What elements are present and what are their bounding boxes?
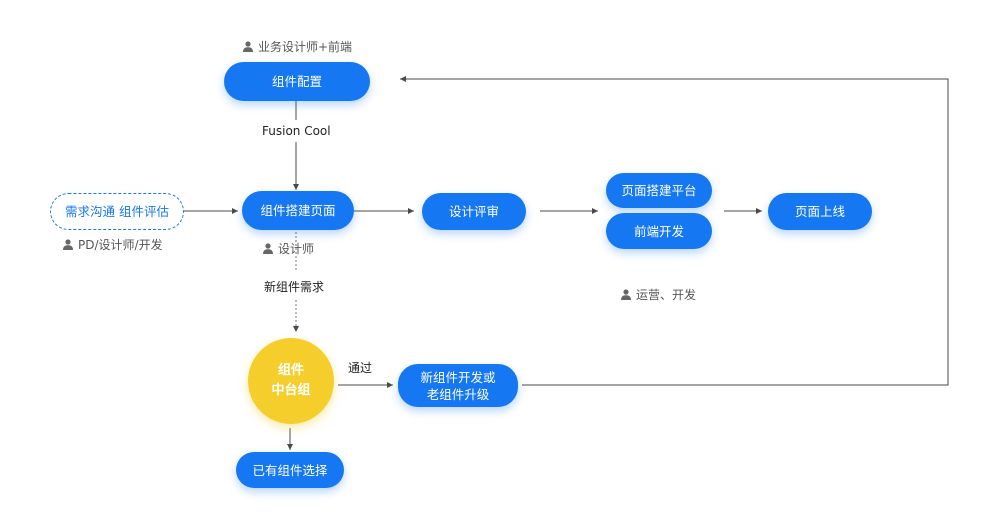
role-designer-label: 设计师 (278, 242, 315, 256)
edge-label-new-need: 新组件需求 (264, 280, 325, 294)
role-ops-label: 运营、开发 (636, 288, 697, 302)
node-design-review: 设计评审 (422, 193, 526, 230)
role-designer: 设计师 (262, 240, 314, 257)
node-existing-component-label: 已有组件选择 (252, 462, 328, 478)
node-requirement-eval: 需求沟通 组件评估 (50, 193, 184, 230)
person-icon (263, 243, 273, 254)
node-component-config-label: 组件配置 (271, 74, 322, 89)
node-frontend-dev-label: 前端开发 (633, 223, 684, 239)
node-component-config: 组件配置 (224, 62, 370, 101)
person-icon (243, 41, 253, 52)
role-top: 业务设计师+前端 (242, 38, 352, 55)
person-icon (621, 289, 631, 300)
node-middle-platform: 组件 中台组 (248, 338, 334, 424)
node-existing-component: 已有组件选择 (236, 452, 344, 488)
node-page-platform: 页面搭建平台 (606, 173, 712, 208)
person-icon (63, 239, 73, 250)
node-page-platform-label: 页面搭建平台 (621, 183, 697, 198)
node-page-launch-label: 页面上线 (794, 204, 845, 219)
edge-label-fusion: Fusion Cool (262, 124, 331, 138)
node-build-page-label: 组件搭建页面 (260, 203, 336, 218)
node-middle-platform-label: 组件 中台组 (271, 363, 311, 398)
node-page-launch: 页面上线 (768, 193, 872, 230)
node-new-component-label: 新组件开发或 老组件升级 (420, 369, 496, 402)
node-design-review-label: 设计评审 (448, 204, 499, 219)
role-ops: 运营、开发 (620, 286, 696, 303)
role-top-label: 业务设计师+前端 (258, 40, 353, 54)
node-build-page: 组件搭建页面 (242, 191, 354, 230)
edge-label-pass: 通过 (348, 361, 373, 375)
role-left-label: PD/设计师/开发 (78, 238, 163, 252)
edge-new-to-config-loop (400, 76, 949, 386)
role-left: PD/设计师/开发 (62, 236, 163, 253)
node-requirement-eval-label: 需求沟通 组件评估 (65, 204, 169, 219)
node-frontend-dev: 前端开发 (606, 213, 712, 249)
node-new-component: 新组件开发或 老组件升级 (398, 364, 518, 407)
